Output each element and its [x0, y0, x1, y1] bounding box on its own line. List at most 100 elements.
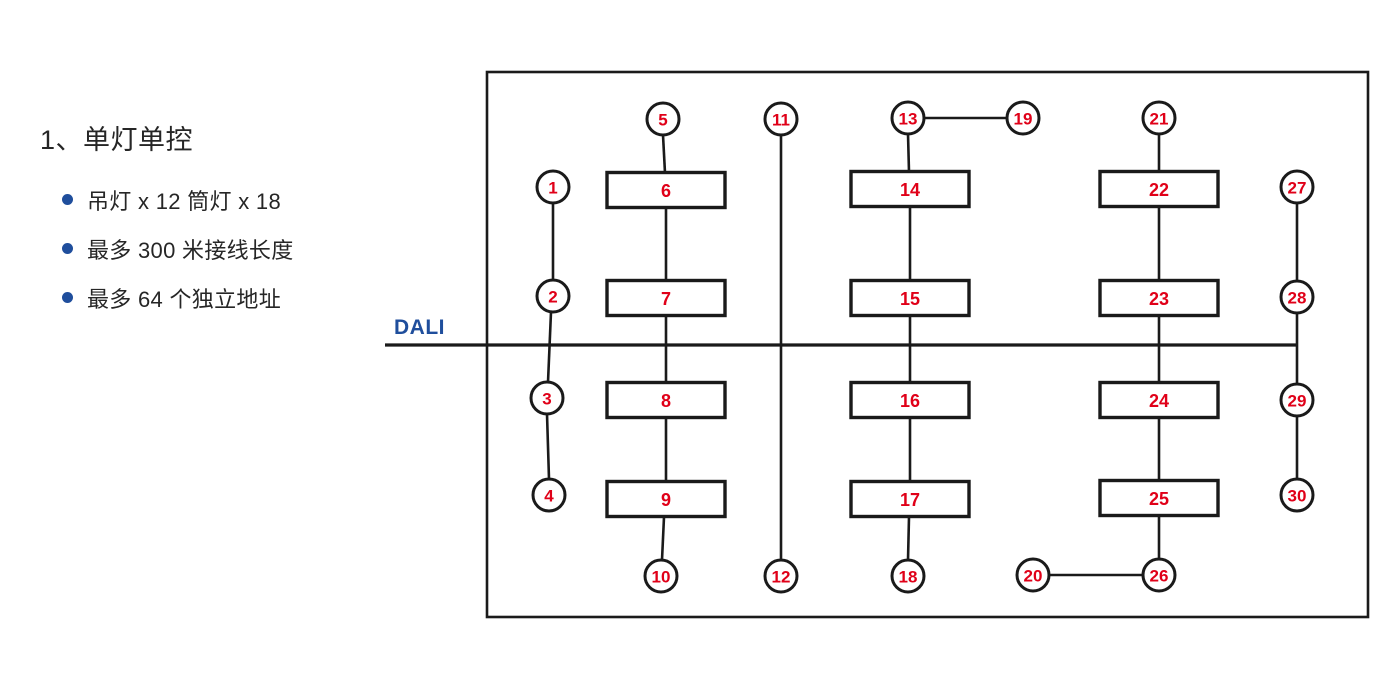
fixture-label: 15 [900, 289, 920, 309]
fixture-node-23[interactable]: 23 [1098, 278, 1220, 318]
list-item-label: 最多 64 个独立地址 [87, 286, 281, 312]
circle-node-20[interactable]: 20 [1015, 557, 1051, 593]
circle-node-27[interactable]: 27 [1279, 169, 1315, 205]
node-label: 26 [1150, 567, 1169, 586]
fixture-label: 24 [1149, 391, 1169, 411]
circle-node-18[interactable]: 18 [890, 558, 926, 594]
node-circle [1141, 100, 1177, 136]
bullet-dot-icon [62, 292, 73, 303]
circle-node-11[interactable]: 11 [763, 101, 799, 137]
wire-layer [545, 116, 1299, 577]
node-label: 30 [1288, 487, 1307, 506]
fixture-label: 25 [1149, 489, 1169, 509]
wire-9-10 [660, 516, 666, 561]
fixture-label: 8 [661, 391, 671, 411]
fixture-node-15[interactable]: 15 [849, 278, 971, 318]
panel-title: 1、单灯单控 [40, 125, 194, 155]
node-label: 10 [652, 568, 671, 587]
node-label: 27 [1288, 179, 1307, 198]
fixture-node-9[interactable]: 9 [605, 479, 727, 519]
circle-node-12[interactable]: 12 [763, 558, 799, 594]
fixture-rect [605, 479, 727, 519]
circle-node-4[interactable]: 4 [531, 477, 567, 513]
node-circle [890, 558, 926, 594]
circle-node-10[interactable]: 10 [643, 558, 679, 594]
fixture-node-7[interactable]: 7 [605, 278, 727, 318]
list-item: 吊灯 x 12 筒灯 x 18 [62, 175, 370, 224]
node-circle [1279, 279, 1315, 315]
fixture-rect [849, 278, 971, 318]
node-circle [643, 558, 679, 594]
bullet-list: 吊灯 x 12 筒灯 x 18 最多 300 米接线长度 最多 64 个独立地址 [40, 175, 370, 322]
node-circle [890, 100, 926, 136]
wire-13-14 [906, 133, 911, 173]
fixture-rect [605, 278, 727, 318]
fixture-node-24[interactable]: 24 [1098, 380, 1220, 420]
circle-node-28[interactable]: 28 [1279, 279, 1315, 315]
fixture-label: 9 [661, 490, 671, 510]
node-circle [763, 558, 799, 594]
fixture-rect [1098, 169, 1220, 209]
circle-node-5[interactable]: 5 [645, 101, 681, 137]
circle-node-13[interactable]: 13 [890, 100, 926, 136]
wire-5-6 [661, 134, 667, 174]
dali-bus-label: DALI [394, 316, 445, 339]
node-label: 3 [542, 390, 551, 409]
node-label: 5 [658, 111, 667, 130]
fixture-rect [849, 380, 971, 420]
description-panel: 1、单灯单控 吊灯 x 12 筒灯 x 18 最多 300 米接线长度 最多 6… [40, 118, 370, 322]
node-label: 11 [772, 111, 790, 130]
circle-node-29[interactable]: 29 [1279, 382, 1315, 418]
list-item-label: 最多 300 米接线长度 [87, 237, 294, 263]
fixture-label: 17 [900, 490, 920, 510]
fixture-layer: 6 7 8 9 14 15 16 17 22 23 24 25 [605, 169, 1220, 519]
node-circle [1015, 557, 1051, 593]
circle-node-19[interactable]: 19 [1005, 100, 1041, 136]
node-label: 4 [544, 487, 554, 506]
node-label: 29 [1288, 392, 1307, 411]
node-label: 1 [548, 179, 557, 198]
fixture-node-8[interactable]: 8 [605, 380, 727, 420]
list-item: 最多 300 米接线长度 [62, 224, 370, 273]
circle-node-3[interactable]: 3 [529, 380, 565, 416]
node-circle [1279, 382, 1315, 418]
fixture-node-14[interactable]: 14 [849, 169, 971, 209]
node-circle [531, 477, 567, 513]
fixture-node-22[interactable]: 22 [1098, 169, 1220, 209]
fixture-node-16[interactable]: 16 [849, 380, 971, 420]
circle-node-26[interactable]: 26 [1141, 557, 1177, 593]
node-label: 21 [1150, 110, 1169, 129]
node-label: 12 [772, 568, 791, 587]
circle-node-2[interactable]: 2 [535, 278, 571, 314]
fixture-label: 6 [661, 181, 671, 201]
circle-node-1[interactable]: 1 [535, 169, 571, 205]
fixture-node-17[interactable]: 17 [849, 479, 971, 519]
fixture-node-25[interactable]: 25 [1098, 478, 1220, 518]
fixture-label: 7 [661, 289, 671, 309]
node-label: 20 [1024, 567, 1043, 586]
fixture-label: 16 [900, 391, 920, 411]
node-circle [1005, 100, 1041, 136]
node-label: 19 [1014, 110, 1033, 129]
circle-node-30[interactable]: 30 [1279, 477, 1315, 513]
fixture-node-6[interactable]: 6 [605, 170, 727, 210]
wire-2-3 [546, 311, 553, 383]
fixture-rect [605, 170, 727, 210]
node-circle [535, 169, 571, 205]
bullet-dot-icon [62, 243, 73, 254]
fixture-label: 14 [900, 180, 920, 200]
circle-node-21[interactable]: 21 [1141, 100, 1177, 136]
node-circle [1279, 169, 1315, 205]
fixture-rect [1098, 278, 1220, 318]
fixture-rect [1098, 380, 1220, 420]
node-label: 2 [548, 288, 557, 307]
list-item-label: 吊灯 x 12 筒灯 x 18 [87, 188, 282, 214]
node-circle [1279, 477, 1315, 513]
fixture-rect [849, 169, 971, 209]
fixture-rect [605, 380, 727, 420]
wire-3-4 [545, 413, 551, 480]
